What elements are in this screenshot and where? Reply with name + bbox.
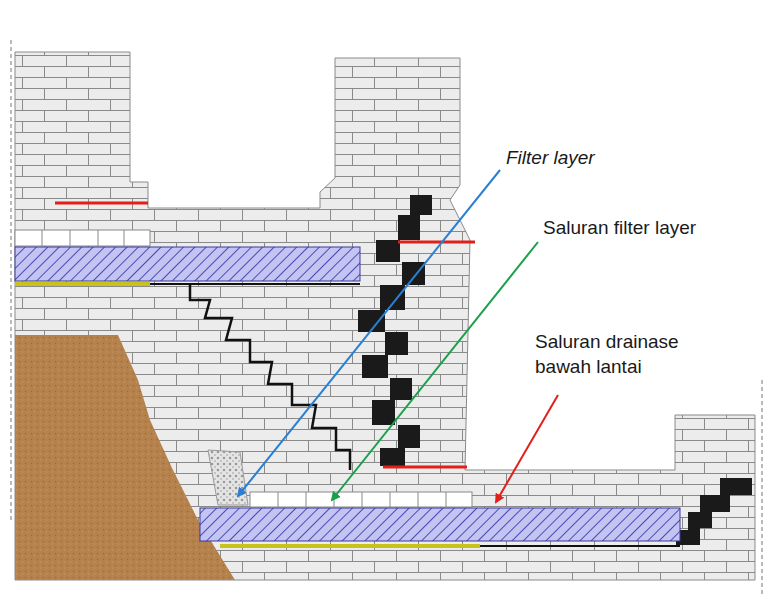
callout-label: Saluran filter layer — [543, 216, 696, 241]
callout-label: Saluran drainase bawah lantai — [535, 330, 735, 379]
callout-label: Filter layer — [506, 146, 595, 171]
